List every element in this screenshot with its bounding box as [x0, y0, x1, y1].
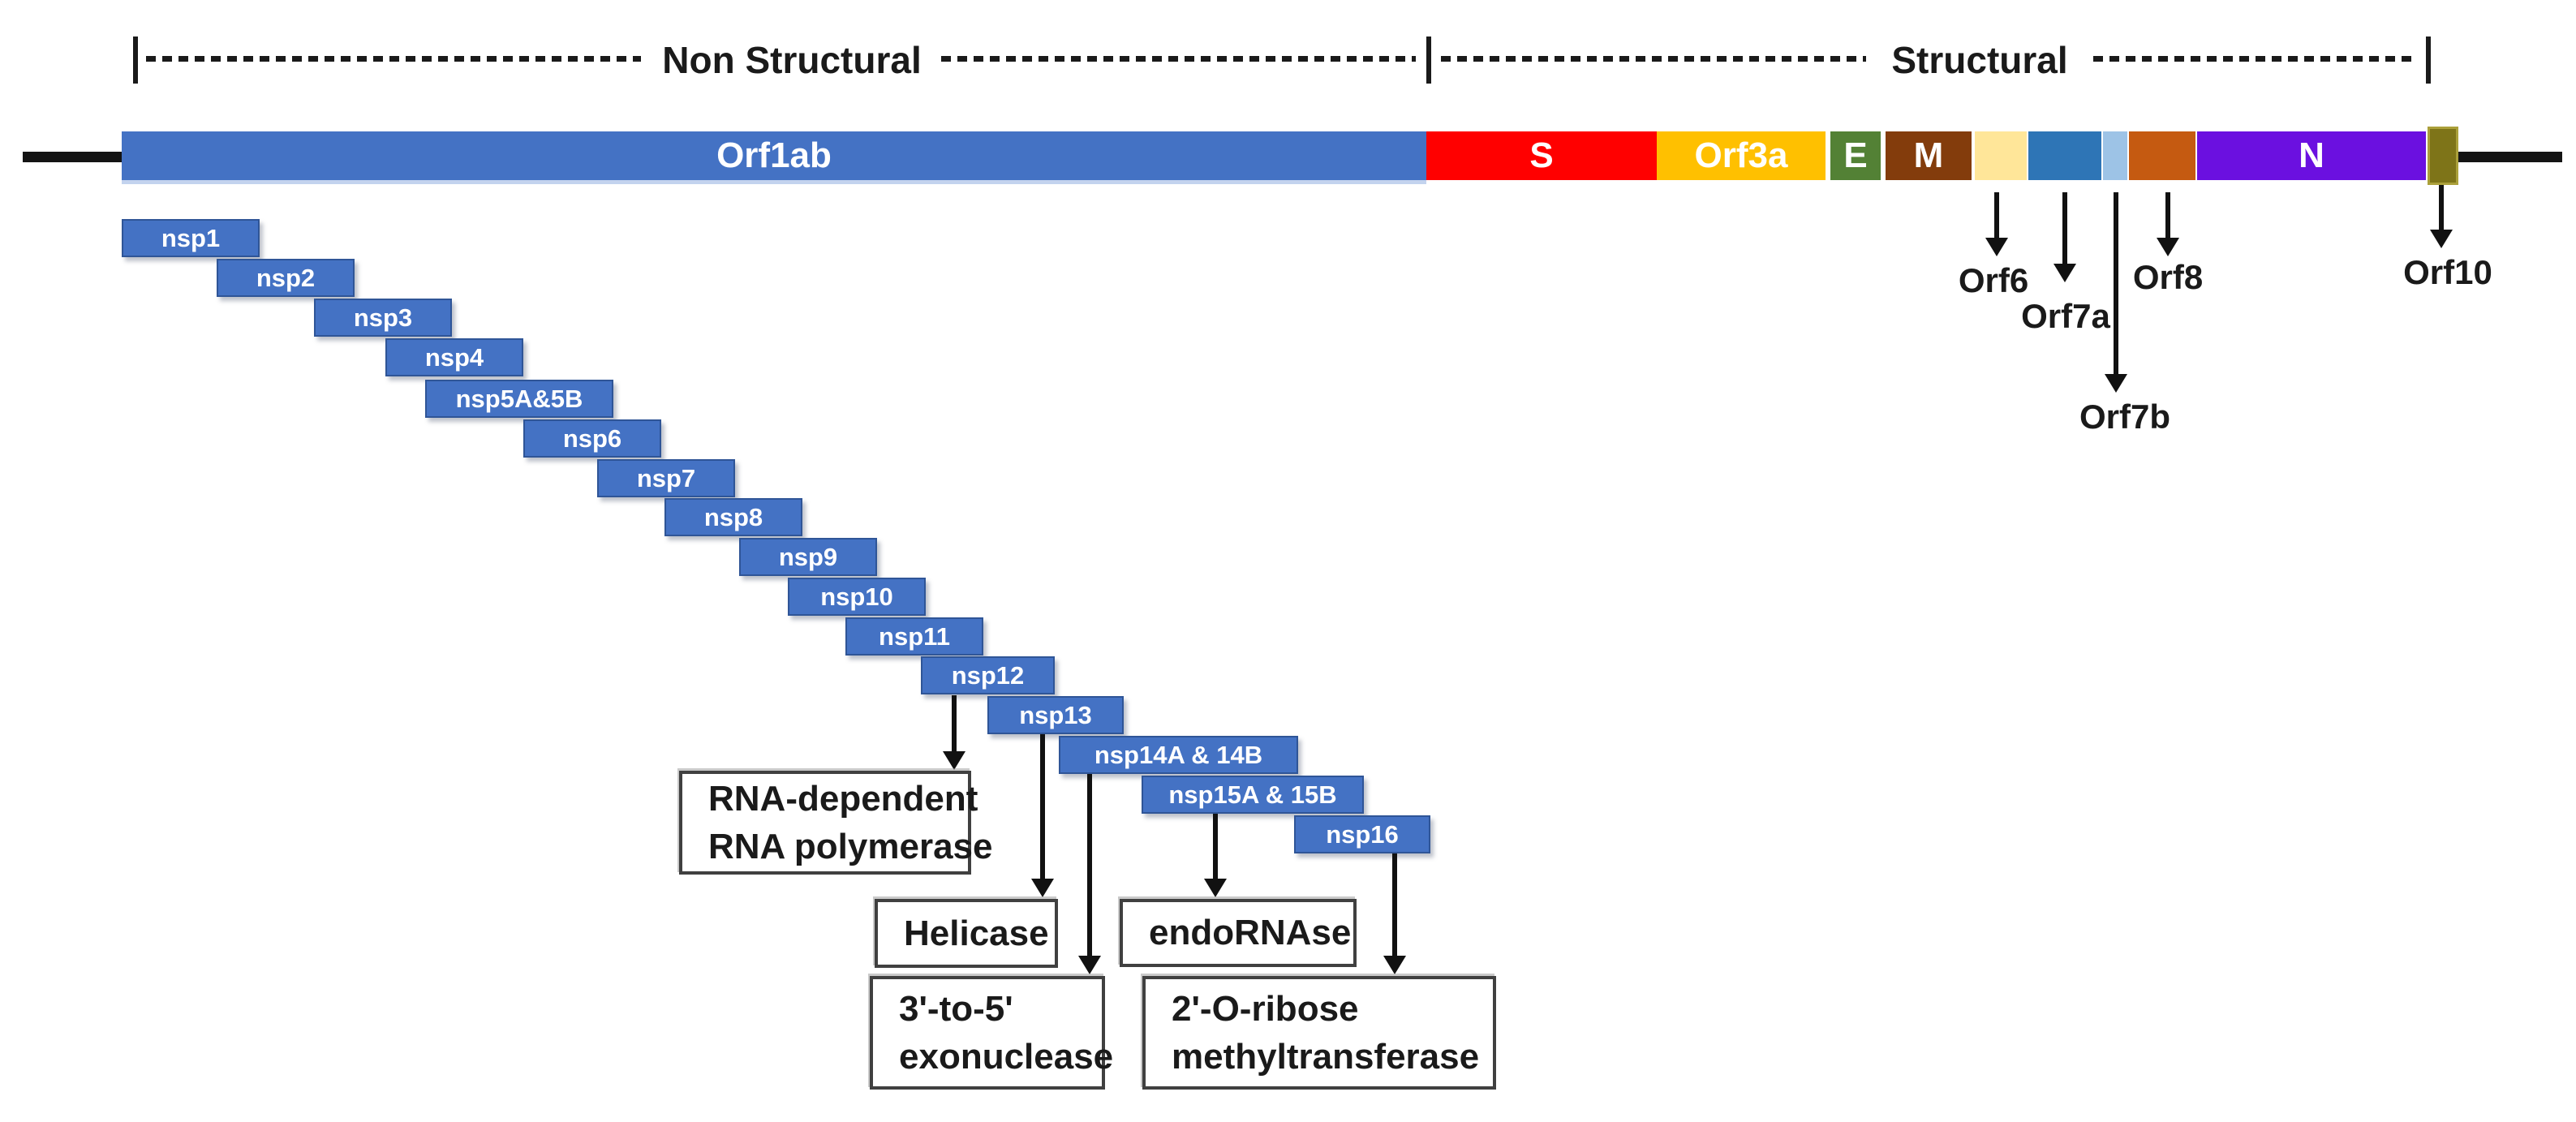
bracket-dash-line-0 [146, 56, 641, 62]
function-box-exonuclease-line-0: 3'-to-5' [899, 988, 1013, 1029]
genome-segment-orf1ab: Orf1ab [122, 131, 1426, 180]
nsp-box-nsp1: nsp1 [122, 219, 260, 257]
function-box-endornase: endoRNAse [1120, 899, 1357, 967]
nsp-box-nsp4: nsp4 [385, 338, 523, 376]
function-box-methyltransferase: 2'-O-ribose methyltransferase [1142, 976, 1496, 1090]
function-arrow-helicase-head [1031, 879, 1054, 897]
bracket-dash-line-1 [941, 56, 1416, 62]
function-arrow-rdrp-head [943, 751, 965, 770]
genome-line-right [2458, 152, 2562, 162]
nsp-box-nsp12: nsp12 [921, 656, 1055, 694]
bracket-dash-line-2 [1441, 56, 1866, 62]
genome-segment-n: N [2197, 131, 2426, 180]
orf-callout-arrow-orf6-line [1994, 192, 1999, 239]
orf-callout-arrow-orf10-head [2430, 230, 2453, 248]
genome-segment-e: E [1830, 131, 1881, 180]
orf-callout-label-orf6: Orf6 [1958, 261, 2029, 299]
function-box-rdrp-line-1: RNA polymerase [708, 827, 993, 866]
orf-callout-label-orf10: Orf10 [2403, 253, 2492, 291]
function-box-exonuclease-line-1: exonuclease [899, 1037, 1114, 1077]
structural-region-label: Structural [1891, 39, 2068, 81]
nsp-box-nsp11: nsp11 [845, 617, 983, 656]
function-arrow-endornase-head [1204, 879, 1227, 897]
bracket-tick-2 [2426, 37, 2431, 84]
nsp-box-nsp15: nsp15A & 15B [1142, 776, 1364, 814]
genome-segment-s: S [1426, 131, 1657, 180]
function-arrow-endornase-line [1213, 814, 1218, 879]
genome-segment-orf8-region [2129, 131, 2195, 180]
function-box-helicase-line-0: Helicase [904, 913, 1049, 953]
nsp-box-nsp14: nsp14A & 14B [1059, 736, 1298, 774]
orf-callout-arrow-orf10-line [2439, 185, 2444, 230]
orf-callout-arrow-orf7a-line [2062, 192, 2067, 264]
function-arrow-helicase-line [1040, 734, 1045, 879]
nsp-box-nsp13: nsp13 [987, 696, 1124, 734]
nsp-box-nsp9: nsp9 [739, 538, 877, 576]
orf-callout-arrow-orf8-line [2165, 192, 2170, 239]
bracket-dash-line-3 [2093, 56, 2414, 62]
orf-callout-label-orf7a: Orf7a [2021, 297, 2110, 335]
nsp-box-nsp3: nsp3 [314, 299, 452, 337]
bracket-tick-0 [133, 37, 138, 84]
function-arrow-rdrp-line [952, 695, 957, 752]
function-arrow-methyltransferase-line [1392, 853, 1397, 956]
orf-callout-arrow-orf6-head [1985, 238, 2008, 256]
function-arrow-methyltransferase-head [1383, 956, 1406, 974]
function-box-helicase: Helicase [875, 899, 1058, 968]
genome-segment-orf7a-region [2028, 131, 2101, 180]
orf-callout-arrow-orf7b-line [2114, 192, 2118, 375]
genome-segment-orf3a: Orf3a [1657, 131, 1826, 180]
genome-segment-m: M [1886, 131, 1972, 180]
function-box-exonuclease: 3'-to-5' exonuclease [870, 976, 1114, 1090]
nsp-box-nsp7: nsp7 [597, 459, 735, 497]
nsp-box-nsp10: nsp10 [788, 578, 926, 616]
orf-callout-arrow-orf7a-head [2053, 264, 2076, 282]
nsp-box-nsp2: nsp2 [217, 259, 355, 297]
function-box-endornase-line-0: endoRNAse [1149, 913, 1352, 953]
function-arrow-exonuclease-line [1087, 774, 1092, 956]
function-arrow-exonuclease-head [1078, 956, 1101, 974]
orf-callout-arrow-orf8-head [2157, 238, 2179, 256]
orf-callout-label-orf8: Orf8 [2132, 258, 2204, 296]
nsp-box-nsp5: nsp5A&5B [425, 380, 613, 418]
genome-segment-orf10-region [2428, 127, 2458, 185]
function-box-methyltransferase-line-0: 2'-O-ribose [1172, 988, 1359, 1029]
genome-segment-orf7b-region [2103, 131, 2127, 180]
function-box-rdrp-line-0: RNA-dependent [708, 778, 978, 819]
non-structural-region-label: Non Structural [662, 39, 922, 81]
function-box-methyltransferase-line-1: methyltransferase [1172, 1037, 1480, 1077]
genome-line-left [23, 152, 122, 162]
nsp-box-nsp6: nsp6 [523, 419, 661, 458]
nsp-box-nsp8: nsp8 [664, 498, 802, 536]
orf-callout-arrow-orf7b-head [2105, 374, 2127, 393]
genome-segment-orf6-region [1975, 131, 2027, 180]
bracket-tick-1 [1426, 37, 1431, 84]
nsp-box-nsp16: nsp16 [1294, 815, 1430, 853]
orf-callout-label-orf7b: Orf7b [2079, 398, 2170, 436]
